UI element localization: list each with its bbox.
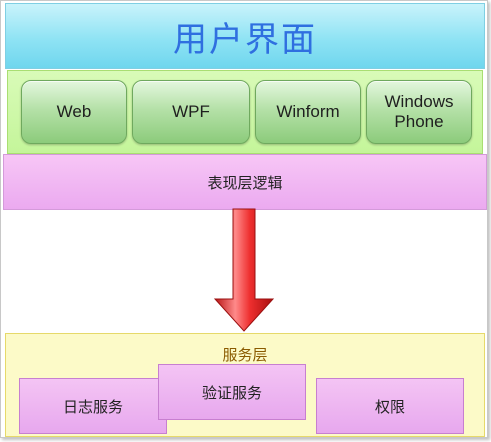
client-windows-phone-line2: Phone xyxy=(394,112,444,131)
service-box-log: 日志服务 xyxy=(19,378,167,434)
ui-layer-title: 用户界面 xyxy=(173,19,317,60)
client-wpf-label: WPF xyxy=(172,102,210,121)
presentation-layer-label: 表现层逻辑 xyxy=(207,173,283,192)
service-layer-title: 服务层 xyxy=(222,346,268,364)
service-box-log-label: 日志服务 xyxy=(62,397,123,416)
ui-layer: 用户界面 xyxy=(5,3,485,69)
down-arrow-icon xyxy=(213,207,275,333)
client-winform-label: Winform xyxy=(276,102,340,121)
client-layer: Web WPF Winform Windows Phone xyxy=(7,70,483,154)
service-box-auth-label: 验证服务 xyxy=(201,383,262,402)
down-arrow-shape xyxy=(213,208,275,332)
service-box-permission: 权限 xyxy=(316,378,464,434)
client-windows-phone-line1: Windows xyxy=(384,92,454,111)
service-box-permission-label: 权限 xyxy=(374,397,405,416)
service-layer: 服务层 日志服务 验证服务 权限 xyxy=(5,333,485,437)
down-arrow-svg xyxy=(213,208,275,332)
presentation-layer: 表现层逻辑 xyxy=(3,154,487,210)
service-box-auth: 验证服务 xyxy=(158,364,306,420)
client-wpf: WPF xyxy=(132,80,250,144)
client-web-label: Web xyxy=(56,102,92,121)
client-windows-phone: Windows Phone xyxy=(366,80,472,144)
client-winform: Winform xyxy=(255,80,361,144)
client-web: Web xyxy=(21,80,127,144)
